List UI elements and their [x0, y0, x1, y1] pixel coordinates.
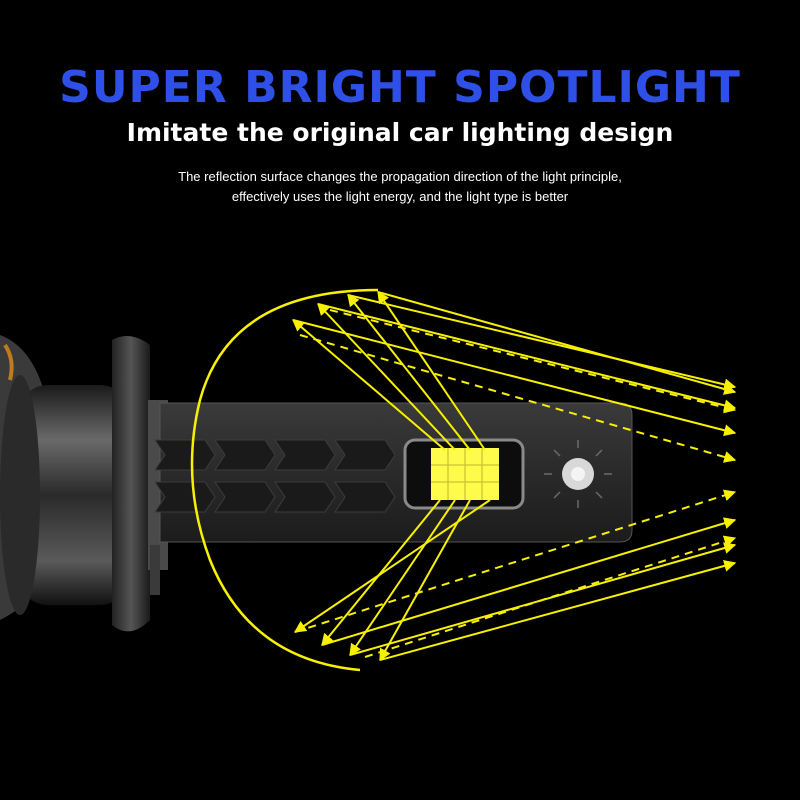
description-line-1: The reflection surface changes the propa…: [178, 169, 622, 184]
subheadline: Imitate the original car lighting design: [126, 118, 674, 147]
lower-dashed-rays: [294, 489, 737, 658]
upper-reflected-rays: [292, 291, 737, 437]
led-chip: [431, 448, 499, 500]
reflector-arc: [190, 288, 379, 672]
upper-incident-rays: [292, 291, 486, 451]
cooling-indicator: [544, 440, 612, 508]
heatsink-fins: [154, 439, 396, 513]
led-heatsink-body: [154, 402, 633, 543]
upper-dashed-rays: [299, 309, 737, 463]
lower-incident-rays: [294, 499, 491, 662]
description-line-2: effectively uses the light energy, and t…: [231, 189, 569, 204]
headline: SUPER BRIGHT SPOTLIGHT: [59, 62, 741, 113]
bulb-base: [0, 335, 130, 620]
